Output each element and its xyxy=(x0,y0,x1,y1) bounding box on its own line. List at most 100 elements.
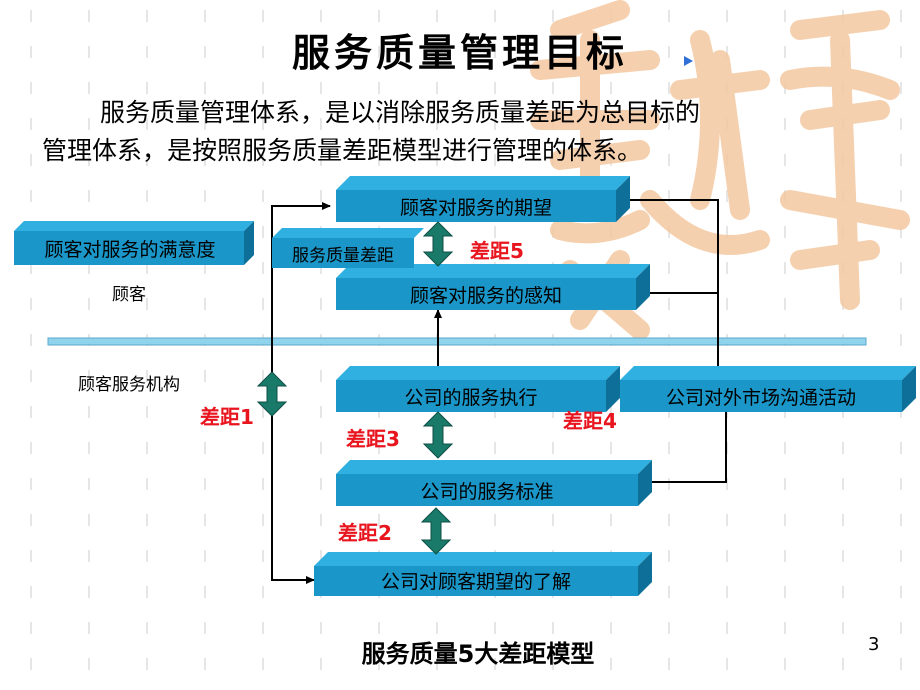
grid-tick xyxy=(88,514,90,526)
intro-paragraph: 服务质量管理体系，是以消除服务质量差距为总目标的 管理体系，是按照服务质量差距模… xyxy=(42,94,882,170)
grid-tick xyxy=(88,370,90,382)
grid-tick xyxy=(726,190,728,202)
grid-tick xyxy=(378,442,380,454)
grid-tick xyxy=(784,442,786,454)
grid-tick xyxy=(88,118,90,130)
gap5-label: 差距5 xyxy=(470,239,524,263)
grid-tick xyxy=(436,10,438,22)
grid-tick xyxy=(262,586,264,598)
connector-comm-to-expectation xyxy=(599,196,719,366)
grid-tick xyxy=(262,478,264,490)
grid-tick xyxy=(436,82,438,94)
grid-tick xyxy=(552,10,554,22)
grid-tick xyxy=(668,118,670,130)
intro-line-2: 管理体系，是按照服务质量差距模型进行管理的体系。 xyxy=(42,136,643,165)
grid-tick xyxy=(494,46,496,58)
grid-tick xyxy=(784,262,786,274)
grid-tick xyxy=(784,154,786,166)
grid-tick xyxy=(30,478,32,490)
grid-tick xyxy=(146,442,148,454)
grid-tick xyxy=(726,478,728,490)
grid-tick xyxy=(668,478,670,490)
gap4-label: 差距4 xyxy=(563,409,617,433)
play-marker-icon xyxy=(684,56,693,66)
grid-tick xyxy=(30,82,32,94)
grid-tick xyxy=(668,298,670,310)
gap3-double-arrow-icon xyxy=(422,411,454,459)
grid-tick xyxy=(320,478,322,490)
grid-tick xyxy=(842,550,844,562)
grid-tick xyxy=(320,658,322,670)
grid-tick xyxy=(30,586,32,598)
grid-tick xyxy=(378,46,380,58)
grid-tick xyxy=(784,622,786,634)
service-quality-gap-label-box: 服务质量差距 xyxy=(272,228,424,268)
grid-tick xyxy=(262,370,264,382)
grid-tick xyxy=(30,622,32,634)
box-expected-service: 顾客对服务的期望 xyxy=(336,176,630,222)
grid-tick xyxy=(900,478,902,490)
gap2-label: 差距2 xyxy=(338,521,392,545)
grid-tick xyxy=(146,154,148,166)
grid-tick xyxy=(726,46,728,58)
grid-tick xyxy=(668,262,670,274)
grid-tick xyxy=(784,46,786,58)
grid-tick xyxy=(30,118,32,130)
grid-tick xyxy=(378,514,380,526)
grid-tick xyxy=(494,154,496,166)
grid-tick xyxy=(842,658,844,670)
grid-tick xyxy=(30,514,32,526)
grid-tick xyxy=(262,46,264,58)
grid-tick xyxy=(552,514,554,526)
grid-tick xyxy=(320,10,322,22)
grid-tick xyxy=(146,370,148,382)
grid-tick xyxy=(146,622,148,634)
grid-tick xyxy=(88,478,90,490)
grid-tick xyxy=(494,118,496,130)
grid-tick xyxy=(726,298,728,310)
grid-tick xyxy=(900,82,902,94)
gap1-double-arrow-icon xyxy=(256,371,288,417)
grid-tick xyxy=(668,514,670,526)
grid-tick xyxy=(146,550,148,562)
grid-tick xyxy=(204,478,206,490)
grid-tick xyxy=(262,226,264,238)
grid-tick xyxy=(494,226,496,238)
grid-tick xyxy=(88,82,90,94)
grid-tick xyxy=(668,658,670,670)
grid-tick xyxy=(900,46,902,58)
gap-arrows xyxy=(256,221,454,555)
grid-tick xyxy=(204,118,206,130)
grid-tick xyxy=(204,622,206,634)
grid-tick xyxy=(900,334,902,346)
grid-tick xyxy=(436,622,438,634)
grid-tick xyxy=(262,514,264,526)
grid-tick xyxy=(726,10,728,22)
grid-tick xyxy=(204,370,206,382)
grid-tick xyxy=(900,514,902,526)
grid-tick xyxy=(842,478,844,490)
grid-tick xyxy=(262,442,264,454)
grid-tick xyxy=(668,622,670,634)
grid-tick xyxy=(726,262,728,274)
grid-tick xyxy=(726,514,728,526)
grid-tick xyxy=(320,190,322,202)
grid-tick xyxy=(610,658,612,670)
grid-tick xyxy=(900,190,902,202)
grid-tick xyxy=(30,298,32,310)
grid-tick xyxy=(30,262,32,274)
gap2-double-arrow-icon xyxy=(420,507,452,555)
grid-tick xyxy=(610,46,612,58)
diagram-caption: 服务质量5大差距模型 xyxy=(361,640,595,668)
grid-tick xyxy=(146,514,148,526)
box-service-delivery: 公司的服务执行 xyxy=(336,366,620,412)
grid-tick xyxy=(494,622,496,634)
grid-tick xyxy=(30,190,32,202)
page-number: 3 xyxy=(868,634,880,655)
grid-tick xyxy=(30,550,32,562)
grid-tick xyxy=(900,550,902,562)
grid-tick xyxy=(146,298,148,310)
grid-tick xyxy=(784,550,786,562)
grid-tick xyxy=(146,46,148,58)
grid-tick xyxy=(610,514,612,526)
